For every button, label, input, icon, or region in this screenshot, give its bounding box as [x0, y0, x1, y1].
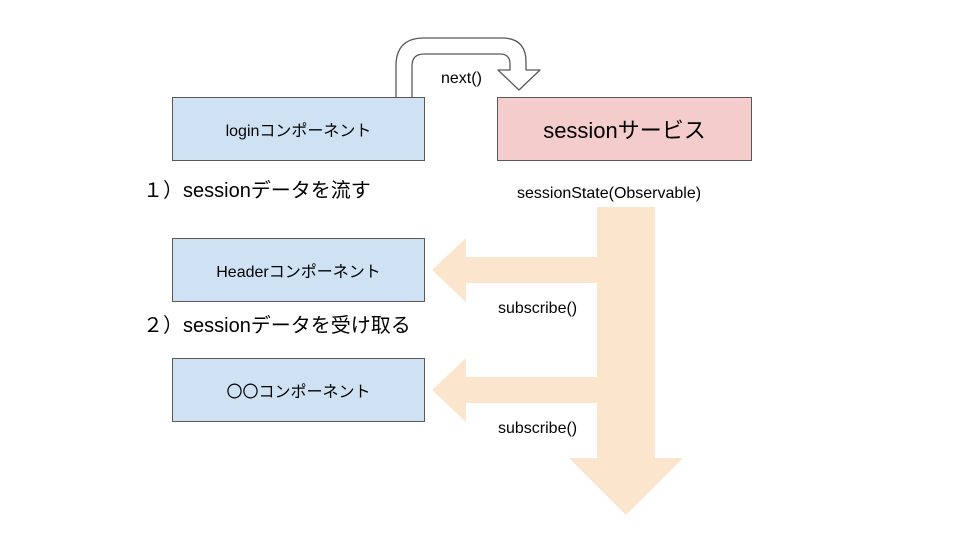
subscribe-label-1: subscribe() — [498, 300, 578, 317]
other-component-box: 〇〇コンポーネント — [172, 358, 425, 422]
subscribe-arrow-other — [432, 358, 597, 422]
session-service-box: sessionサービス — [497, 97, 752, 161]
session-service-label: sessionサービス — [543, 118, 706, 143]
subscribe-label-2: subscribe() — [498, 420, 578, 437]
header-component-box: Headerコンポーネント — [172, 238, 425, 302]
login-component-label: loginコンポーネント — [225, 123, 372, 140]
session-state-stream-arrow — [569, 207, 683, 515]
step-2-label: ２）sessionデータを受け取る — [143, 315, 411, 337]
step-1-label: １）sessionデータを流す — [143, 180, 371, 202]
login-component-box: loginコンポーネント — [172, 97, 425, 161]
next-label: next() — [441, 70, 482, 87]
header-component-label: Headerコンポーネント — [216, 264, 381, 281]
subscribe-arrow-header — [432, 238, 597, 302]
next-curved-arrow — [395, 37, 541, 99]
other-component-label: 〇〇コンポーネント — [226, 384, 371, 401]
session-state-label: sessionState(Observable) — [517, 185, 702, 202]
